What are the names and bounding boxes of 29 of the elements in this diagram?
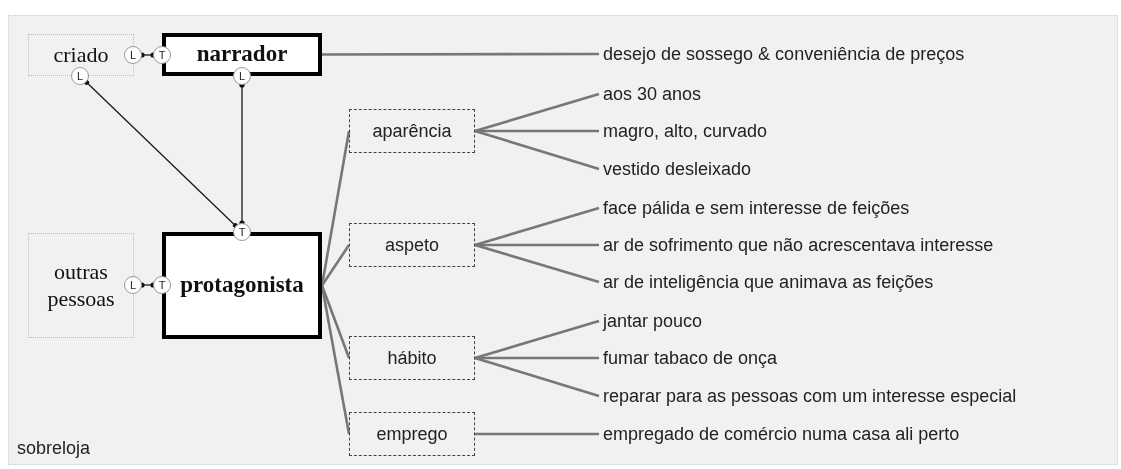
connector-line	[474, 243, 600, 284]
connector-line	[475, 432, 599, 436]
attribute-text: magro, alto, curvado	[603, 119, 768, 143]
attribute-text: vestido desleixado	[603, 157, 752, 181]
area-label: sobreloja	[17, 437, 91, 460]
attribute-text: aos 30 anos	[603, 82, 702, 106]
trait-box: aparência	[349, 109, 475, 153]
trait-box: aspeto	[349, 223, 475, 267]
attribute-text: reparar para as pessoas com um interesse especial	[603, 384, 1017, 408]
attribute-text: empregado de comércio numa casa ali perto	[603, 422, 960, 446]
connector-line	[475, 356, 599, 360]
attribute-text: face pálida e sem interesse de feições	[603, 196, 910, 220]
attribute-text: ar de inteligência que animava as feições	[603, 270, 934, 294]
attribute-text: jantar pouco	[603, 309, 703, 333]
connector-line	[474, 356, 600, 398]
trait-box: hábito	[349, 336, 475, 380]
floor-area	[8, 15, 1118, 465]
connector-line	[83, 79, 239, 229]
connector-line	[474, 206, 600, 247]
attribute-text: ar de sofrimento que não acrescentava interesse	[603, 233, 994, 257]
attribute-text: fumar tabaco de onça	[603, 346, 778, 370]
connector-line	[322, 52, 599, 56]
connector-line	[474, 129, 600, 171]
connector-line	[474, 92, 600, 133]
attribute-text: desejo de sossego & conveniência de preços	[603, 42, 965, 66]
trait-box: emprego	[349, 412, 475, 456]
connector-line	[474, 319, 600, 360]
connector-line	[475, 129, 599, 133]
connector-line	[475, 243, 599, 247]
